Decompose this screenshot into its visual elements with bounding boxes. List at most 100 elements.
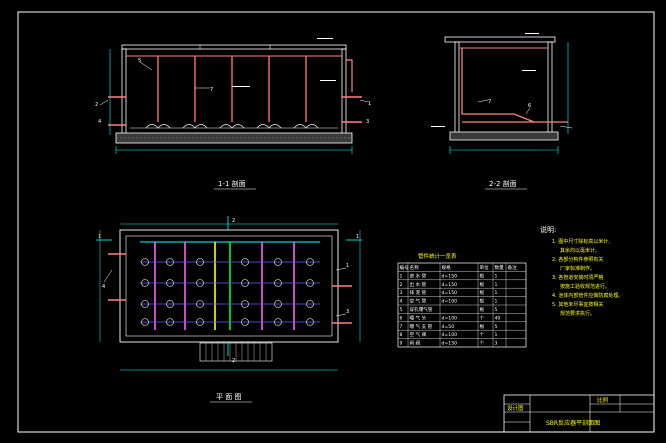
table-cell: 4 [400, 299, 403, 305]
table-cell: 9 [400, 341, 403, 347]
diffuser-head [274, 300, 282, 308]
table-cell: 进 水 管 [410, 272, 427, 279]
diffuser-head [196, 300, 204, 308]
table-cell: 根 [480, 272, 485, 279]
table-cell: 空 气 阀 [410, 331, 427, 338]
diffuser-head [306, 318, 314, 326]
table-cell: d=150 [442, 290, 458, 296]
table-cell: 1 [495, 290, 498, 296]
diffuser-head [306, 258, 314, 266]
table-cell: d=100 [442, 315, 458, 321]
note-line: 其余均以毫米计。 [560, 247, 600, 254]
table-cell: 3 [495, 341, 498, 347]
table-cell: 5 [400, 307, 403, 313]
table-cell: 排 泥 管 [410, 289, 427, 296]
diffuser-head [306, 279, 314, 287]
drawing-frame [17, 11, 655, 433]
plan-mark-1a: 1 [98, 234, 101, 240]
leader-3: 3 [366, 119, 369, 125]
plan-leader-1: 1 [346, 263, 349, 269]
leader-2: 2 [95, 102, 98, 108]
table-header-cell: 编号 [400, 264, 410, 271]
plan-leader-4: 4 [102, 284, 105, 290]
section-2-title: 2-2 剖面 [489, 179, 517, 188]
leader-5: 5 [138, 58, 141, 64]
table-cell: d=100 [442, 299, 458, 305]
note-line: 规范要求执行。 [560, 310, 595, 317]
table-cell: 40 [495, 315, 501, 321]
section-1-1 [99, 38, 369, 154]
leader-1: 1 [368, 101, 371, 107]
diffuser-head [274, 279, 282, 287]
table-cell: d=150 [442, 341, 458, 347]
diffuser-head [166, 318, 174, 326]
notes-heading: 说明: [540, 225, 556, 234]
table-cell: d=150 [442, 273, 458, 279]
leader-6: 6 [528, 103, 531, 109]
note-line: 4. 池体内部管件应做防腐处理。 [552, 292, 623, 299]
table-cell: 1 [495, 282, 498, 288]
scale-label: 比例 [597, 396, 609, 404]
plan-title: 平 面 图 [216, 393, 241, 401]
table-cell: 8 [400, 332, 403, 338]
table-header-cell: 备注 [508, 264, 518, 271]
plan-leader-3: 3 [346, 309, 349, 315]
leader-7: 7 [210, 87, 213, 93]
plan-mark-1b: 1 [356, 234, 359, 240]
table-cell: d=50 [442, 324, 455, 330]
table-cell: 1 [495, 273, 498, 279]
diffuser-head [141, 258, 149, 266]
note-line: 1. 图中尺寸除标高以米计, [552, 238, 610, 245]
table-cell: 穿孔曝气管 [410, 306, 433, 313]
table-cell: 个 [480, 332, 485, 338]
note-line: 5. 其他未尽事宜按相关 [552, 301, 603, 308]
table-cell: 出 水 管 [410, 281, 427, 288]
note-line: 按施工验收规范进行。 [560, 283, 610, 290]
table-header-cell: 数量 [495, 264, 505, 271]
table-cell: 1 [495, 332, 498, 338]
table-cell: 根 [480, 298, 485, 305]
diffuser-head [274, 258, 282, 266]
table-cell: 根 [480, 281, 485, 288]
diffuser-head [166, 279, 174, 287]
table-cell: 7 [400, 324, 403, 330]
designer-label: 设计图 [507, 404, 524, 412]
plan-view [96, 216, 362, 371]
table-title: 管件统计一览表 [418, 252, 457, 260]
leader-4: 4 [98, 119, 101, 125]
table-cell: 1 [400, 273, 403, 279]
diffuser-head [196, 258, 204, 266]
note-line: 3. 各管道安装时须严格 [552, 274, 603, 281]
diffuser-head [241, 318, 249, 326]
leader-7b: 7 [488, 99, 491, 105]
note-line: 厂家标准制作。 [560, 265, 595, 272]
diffuser-head [196, 318, 204, 326]
diffuser-head [141, 279, 149, 287]
drawing-name: SBR反应器平剖面图 [546, 419, 600, 427]
diffuser-head [241, 258, 249, 266]
table-cell: d=150 [442, 282, 458, 288]
table-cell: 曝 气 头 [410, 314, 427, 321]
diffuser-head [166, 258, 174, 266]
table-cell: 根 [480, 306, 485, 313]
plan-mark-2b: 2 [232, 358, 235, 364]
table-cell: 根 [480, 323, 485, 330]
note-line: 2. 各部分构件参照有关 [552, 256, 603, 263]
notes-list: 1. 图中尺寸除标高以米计, 其余均以毫米计。 2. 各部分构件参照有关 厂家标… [552, 238, 623, 317]
table-cell: 根 [480, 289, 485, 296]
title-block [503, 394, 655, 433]
plan-mark-2a: 2 [232, 218, 235, 224]
table-cell: 曝 气 支 管 [410, 323, 433, 330]
table-header-cell: 单位 [480, 264, 490, 271]
diffuser-head [166, 300, 174, 308]
table-cell: 闸 阀 [410, 340, 421, 347]
table-cell: 5 [495, 307, 498, 313]
diffuser-head [306, 300, 314, 308]
section-1-title: 1-1 剖面 [218, 179, 246, 188]
table-cell: 1 [495, 299, 498, 305]
diffuser-head [141, 300, 149, 308]
table-cell: 5 [495, 324, 498, 330]
table-cell: 3 [400, 290, 403, 296]
